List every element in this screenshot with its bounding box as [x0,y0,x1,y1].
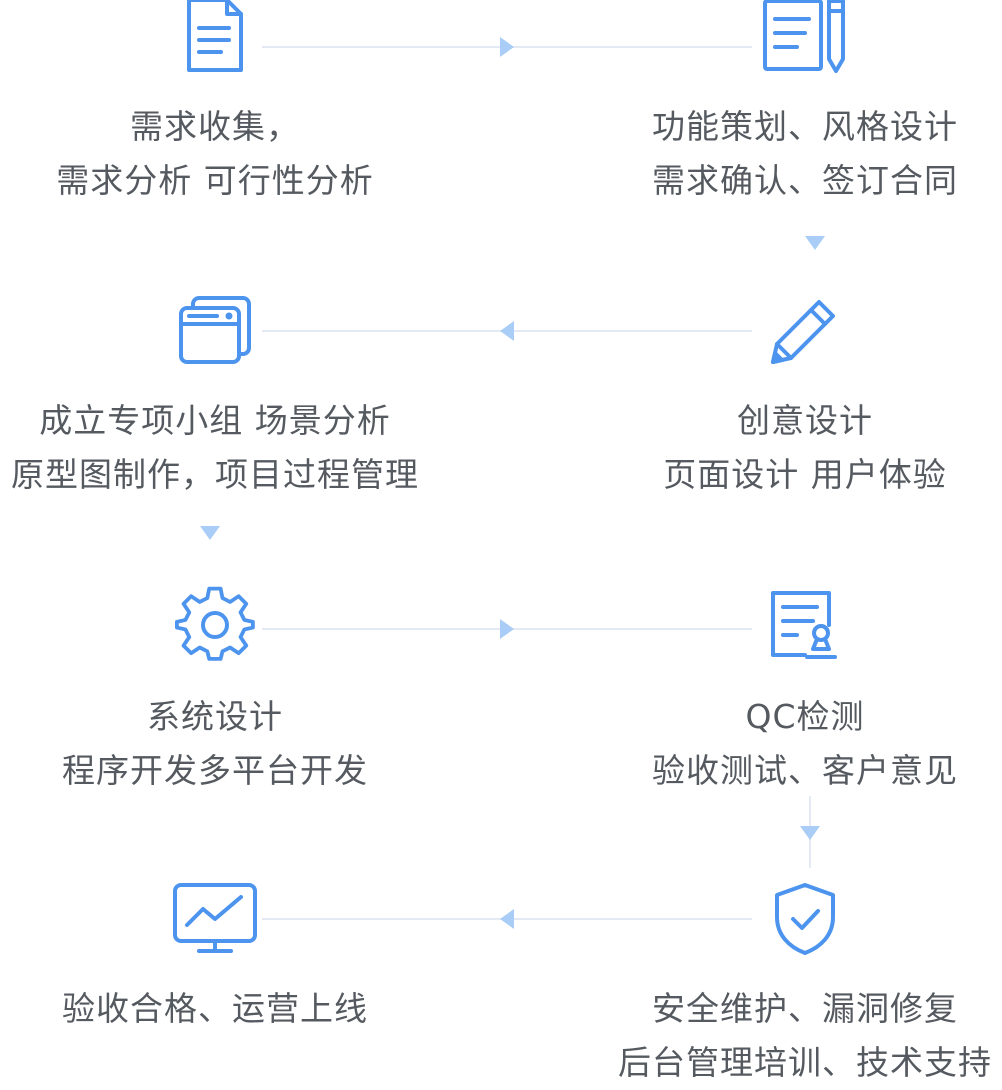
arrow-left-icon [500,321,514,341]
step-3-line1: 创意设计 [737,401,873,440]
gear-icon [170,580,260,670]
step-4-label: 成立专项小组 场景分析 原型图制作，项目过程管理 [5,394,425,502]
shield-check-icon [760,874,850,964]
step-5-line2: 程序开发多平台开发 [62,751,368,790]
notepad-pencil-icon [760,0,850,80]
step-3-line2: 页面设计 用户体验 [663,455,947,494]
certificate-icon [760,580,850,670]
step-7-label: 安全维护、漏洞修复 后台管理培训、技术支持 [595,982,1002,1090]
step-3-label: 创意设计 页面设计 用户体验 [595,394,1002,502]
document-icon [170,0,260,80]
step-7-line2: 后台管理培训、技术支持 [618,1043,992,1082]
browser-windows-icon [170,285,260,375]
arrow-down-icon [200,526,220,540]
step-2-line1: 功能策划、风格设计 [652,107,958,146]
arrow-down-icon [800,826,820,840]
step-6-line1: QC检测 [745,697,865,736]
step-1-label: 需求收集， 需求分析 可行性分析 [5,100,425,208]
step-2-line2: 需求确认、签订合同 [652,161,958,200]
arrow-right-icon [500,619,514,639]
step-5-line1: 系统设计 [147,697,283,736]
step-7-line1: 安全维护、漏洞修复 [652,989,958,1028]
arrow-right-icon [500,37,514,57]
step-1-line1: 需求收集， [130,107,300,146]
step-2-label: 功能策划、风格设计 需求确认、签订合同 [595,100,1002,208]
step-4-line1: 成立专项小组 场景分析 [39,401,391,440]
step-5-label: 系统设计 程序开发多平台开发 [5,690,425,798]
step-6-label: QC检测 验收测试、客户意见 [595,690,1002,798]
step-6-line2: 验收测试、客户意见 [652,751,958,790]
step-8-label: 验收合格、运营上线 [5,982,425,1036]
step-1-line2: 需求分析 可行性分析 [56,161,374,200]
step-8-line1: 验收合格、运营上线 [62,989,368,1028]
monitor-chart-icon [170,874,260,964]
step-4-line2: 原型图制作，项目过程管理 [11,455,419,494]
pencil-icon [760,285,850,375]
arrow-down-icon [805,236,825,250]
arrow-left-icon [500,909,514,929]
